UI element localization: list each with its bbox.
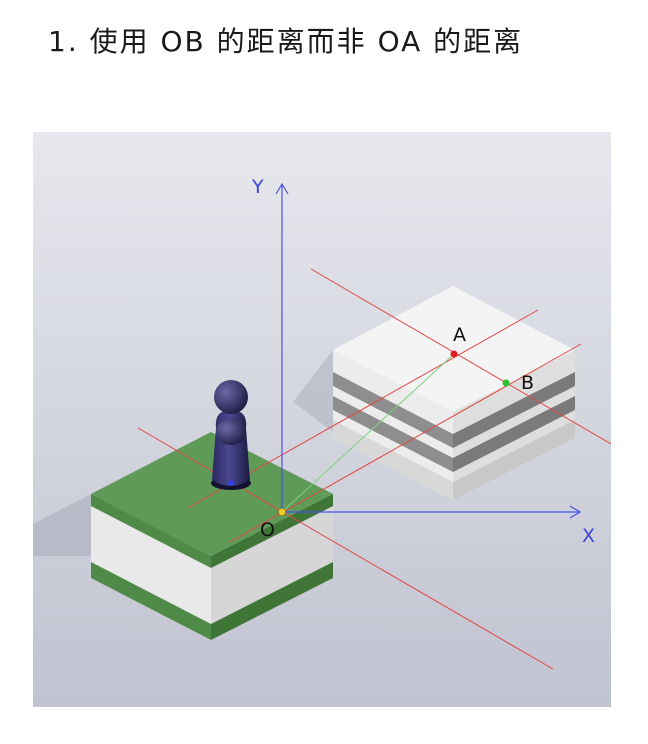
character-pawn — [211, 380, 251, 490]
y-axis-arrow — [275, 182, 289, 195]
y-axis-label: Y — [251, 176, 264, 198]
character-head — [214, 380, 248, 414]
coordinate-axes — [275, 182, 582, 519]
point-a — [450, 350, 458, 358]
page-title: 1. 使用 OB 的距离而非 OA 的距离 — [48, 25, 524, 58]
origin-label: O — [260, 519, 275, 541]
origin-point — [278, 508, 286, 516]
x-axis-arrow — [569, 505, 582, 519]
isometric-diagram: Y X O A B — [33, 132, 612, 707]
right-block-top — [333, 286, 575, 412]
stacked-block-right — [333, 286, 575, 500]
oa-line — [281, 353, 455, 513]
point-b-label: B — [521, 372, 534, 394]
point-a-label: A — [453, 324, 466, 346]
point-b — [502, 379, 510, 387]
x-axis-label: X — [582, 525, 595, 547]
